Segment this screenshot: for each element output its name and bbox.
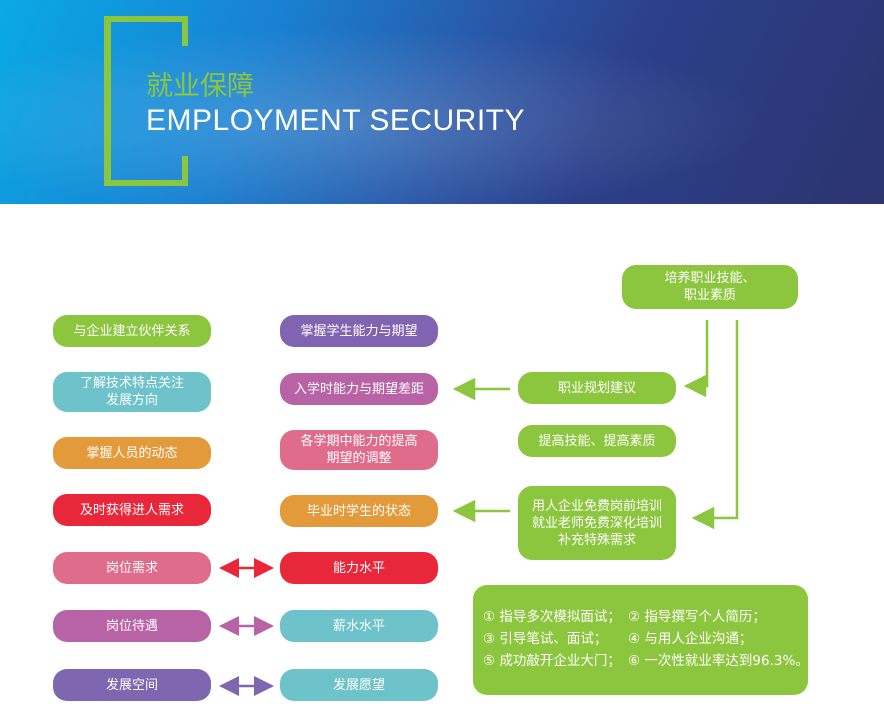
left-box-growth-space: 发展空间	[53, 669, 211, 701]
header-banner	[0, 0, 884, 204]
left-box-partnership: 与企业建立伙伴关系	[53, 315, 211, 347]
guidance-note-box: ① 指导多次模拟面试；② 指导撰写个人简历； ③ 引导笔试、面试；④ 与用人企业…	[473, 585, 809, 695]
title-bracket	[104, 16, 188, 186]
arrow-to-career	[683, 320, 709, 398]
mid-box-student-ability: 掌握学生能力与期望	[280, 315, 438, 347]
page-title-cn: 就业保障	[146, 71, 254, 102]
left-box-job-pay: 岗位待遇	[53, 610, 211, 642]
mid-box-development-wish: 发展愿望	[280, 669, 438, 701]
left-box-tech-trend: 了解技术特点关注发展方向	[53, 372, 211, 412]
note-row: ⑤ 成功敲开企业大门；⑥ 一次性就业率达到96.3%。	[483, 653, 809, 669]
note-row: ③ 引导笔试、面试；④ 与用人企业沟通；	[483, 631, 753, 647]
left-box-staff-dynamics: 掌握人员的动态	[53, 437, 211, 469]
mid-box-ability-level: 能力水平	[280, 552, 438, 584]
right-box-cultivate-skills: 培养职业技能、职业素质	[622, 265, 798, 309]
mid-box-entry-gap: 入学时能力与期望差距	[280, 373, 438, 405]
left-box-job-demand: 岗位需求	[53, 552, 211, 584]
right-box-career-advice: 职业规划建议	[518, 372, 676, 404]
mid-box-salary-level: 薪水水平	[280, 610, 438, 642]
mid-box-graduation-state: 毕业时学生的状态	[280, 495, 438, 527]
note-row: ① 指导多次模拟面试；② 指导撰写个人简历；	[483, 609, 766, 625]
right-box-improve-skills: 提高技能、提高素质	[518, 425, 676, 457]
page-title-en: EMPLOYMENT SECURITY	[146, 104, 526, 137]
left-box-hiring-demand: 及时获得进人需求	[53, 494, 211, 526]
right-box-training: 用人企业免费岗前培训 就业老师免费深化培训 补充特殊需求	[518, 486, 676, 560]
mid-box-semester-adjust: 各学期中能力的提高期望的调整	[280, 430, 438, 470]
arrow-to-training	[691, 320, 739, 530]
